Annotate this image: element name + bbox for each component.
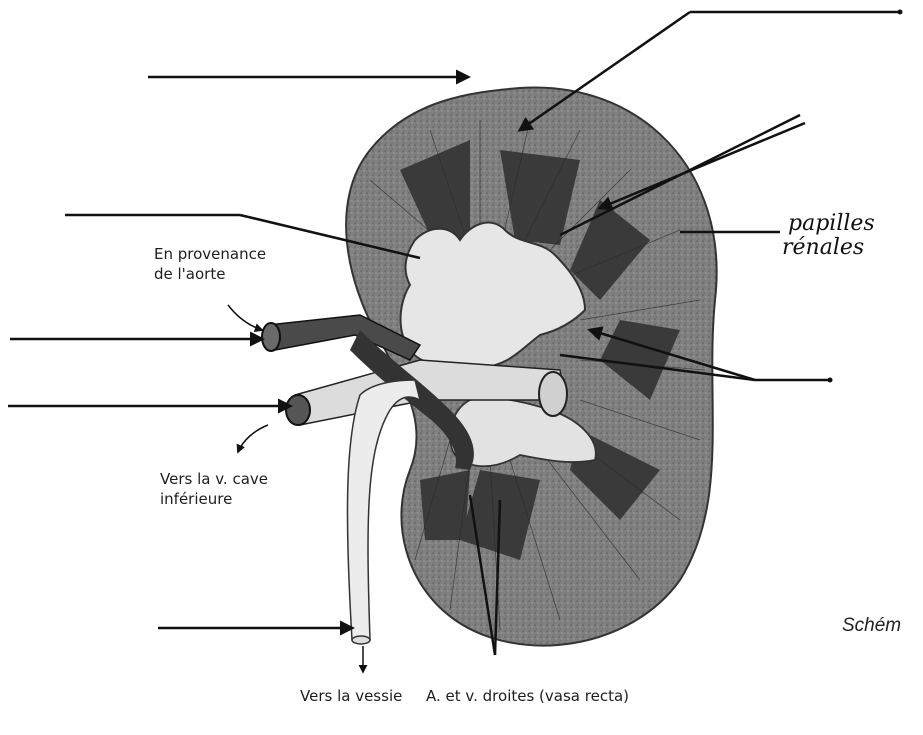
vein-stump: [286, 395, 310, 425]
vessie-caption: Vers la vessie: [300, 687, 402, 706]
renal-vein-opening: [539, 372, 567, 416]
cave-caption-line1: Vers la v. cave: [160, 470, 268, 489]
side-caption: Schém: [842, 615, 901, 637]
papilles-handwritten-line1: papilles: [788, 214, 875, 234]
ureter-end: [352, 636, 370, 644]
cave-caption-line2: inférieure: [160, 490, 232, 509]
aorte-curved-arrow: [228, 305, 262, 330]
artery-stump: [262, 323, 280, 351]
leader-dot: [828, 378, 833, 383]
papilles-handwritten-line2: rénales: [782, 238, 864, 258]
aorte-caption-line2: de l'aorte: [154, 265, 225, 284]
cave-curved-arrow: [238, 425, 268, 452]
leader-dot: [898, 10, 903, 15]
vasa-recta-caption: A. et v. droites (vasa recta): [426, 687, 629, 706]
aorte-caption-line1: En provenance: [154, 245, 266, 264]
